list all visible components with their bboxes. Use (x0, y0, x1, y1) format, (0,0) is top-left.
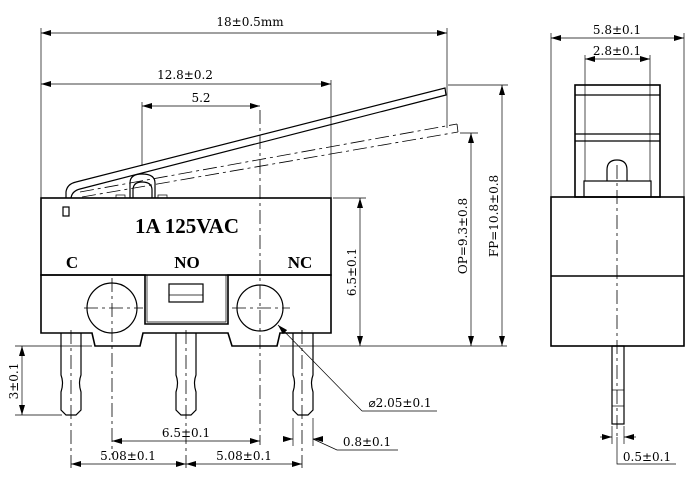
dim-pin-width: 0.8±0.1 (343, 435, 391, 449)
rating-label: 1A 125VAC (135, 214, 239, 238)
lever (65, 87, 447, 199)
dim-hole-diameter: ⌀2.05±0.1 (368, 396, 431, 410)
lever-pressed (79, 123, 459, 198)
dim-body-height: 6.5±0.1 (345, 248, 359, 296)
terminal-nc-label: NC (288, 253, 313, 272)
dim-pin-pitch-right: 5.08±0.1 (216, 449, 272, 463)
front-view: 1A 125VAC C NO NC (40, 87, 459, 468)
side-view (550, 84, 685, 440)
dim-hole-spacing: 6.5±0.1 (162, 426, 210, 440)
plunger (129, 173, 156, 198)
dim-pin-length: 3±0.1 (7, 363, 21, 400)
terminal-no-label: NO (174, 253, 200, 272)
slot (168, 283, 204, 303)
dim-side-width: 5.8±0.1 (593, 23, 641, 37)
dim-plunger-offset: 5.2 (191, 91, 210, 105)
marker-square (62, 206, 70, 217)
dim-overall-length: 18±0.5mm (216, 15, 284, 29)
dim-pin-pitch-left: 5.08±0.1 (100, 449, 156, 463)
dim-body-length: 12.8±0.2 (157, 68, 213, 82)
terminal-c-label: C (66, 253, 78, 272)
side-dimensions: 5.8±0.1 2.8±0.1 0.5±0.1 (550, 23, 685, 465)
dim-pin-thickness: 0.5±0.1 (623, 450, 671, 464)
front-dimensions: 18±0.5mm 12.8±0.2 5.2 6.5±0.1 OP=9.3±0.8… (7, 15, 508, 467)
switch-body (40, 197, 332, 276)
switch-base (40, 274, 332, 347)
dim-operating-position: OP=9.3±0.8 (456, 198, 470, 274)
pin-nc (292, 333, 314, 416)
dim-free-position: FP=10.8±0.8 (487, 175, 501, 257)
dim-plunger-width: 2.8±0.1 (593, 44, 641, 58)
